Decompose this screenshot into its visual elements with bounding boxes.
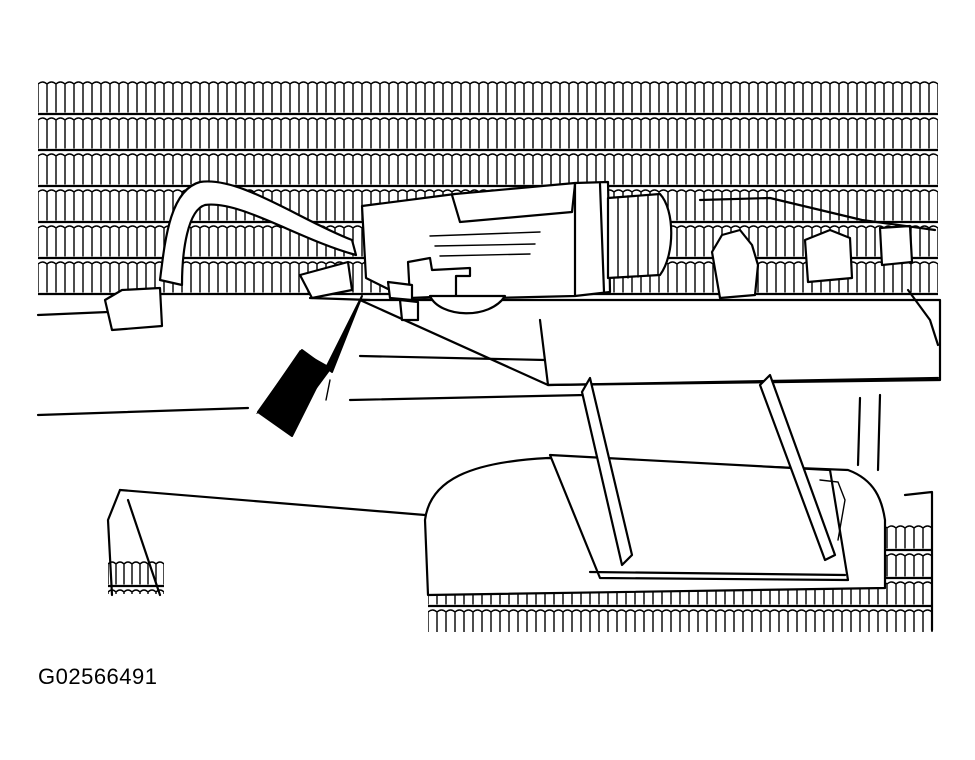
mounting-tabs [698,196,937,300]
component-diagram [36,81,942,632]
left-core-fins [108,561,164,594]
wiring-harness [103,180,358,332]
blend-door-bracket [548,373,850,582]
housing-panel [36,288,942,472]
figure-id-label: G02566491 [38,664,158,689]
electrical-connector [360,180,673,322]
callout-arrow [256,295,363,437]
